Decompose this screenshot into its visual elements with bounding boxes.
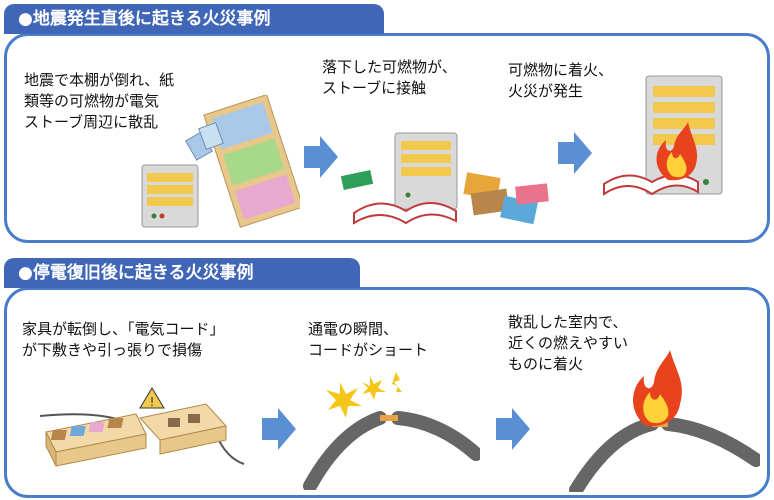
heater-icon [394,132,458,210]
section1-step1-text: 地震で本棚が倒れ、紙 類等の可燃物が電気 ストーブ周辺に散乱 [24,71,175,131]
section1-title: ●地震発生直後に起きる火災事例 [18,9,271,29]
section1-step2-text: 落下した可燃物が、 ストーブに接触 [322,58,457,97]
cable-icon [661,417,760,467]
heater-books-illustration [340,125,555,230]
cable-short-illustration [300,372,480,490]
falling-books [185,121,224,161]
heater-fire-illustration [600,72,740,202]
spark-icon [326,372,402,418]
fallen-furniture-illustration: ! [40,378,250,478]
arrow-right-icon [496,408,530,450]
cable-icon [391,411,480,461]
arrow-right-icon [262,408,296,450]
section2-step1-text: 家具が転倒し、「電気コード」 が下敷きや引っ張りで損傷 [22,320,225,359]
section2-step2-text: 通電の瞬間、 コードがショート [308,320,429,359]
cable-fire-illustration [560,344,760,492]
drawer-icon [139,403,227,455]
cable-icon [569,417,659,492]
flame-icon [656,122,698,181]
section2-step3-text: 散乱した室内で、 近くの燃えやすい ものに着火 [508,313,629,373]
svg-text:!: ! [150,395,155,409]
cable-icon [303,411,387,490]
section2-title-tab: ●停電復旧後に起きる火災事例 [4,258,360,288]
book-icon [340,170,549,225]
section2-title: ●停電復旧後に起きる火災事例 [18,263,254,283]
drawer-icon [45,413,147,467]
section1-title-tab: ●地震発生直後に起きる火災事例 [4,4,384,34]
flame-icon [633,350,682,427]
section1-step3-text: 可燃物に着火、 火災が発生 [508,61,614,100]
arrow-right-icon [558,132,592,174]
arrow-right-icon [304,136,338,178]
bookshelf-icon [203,95,300,228]
warning-icon: ! [139,387,165,409]
heater-icon [141,164,199,228]
heater-bookshelf-illustration [140,95,300,230]
